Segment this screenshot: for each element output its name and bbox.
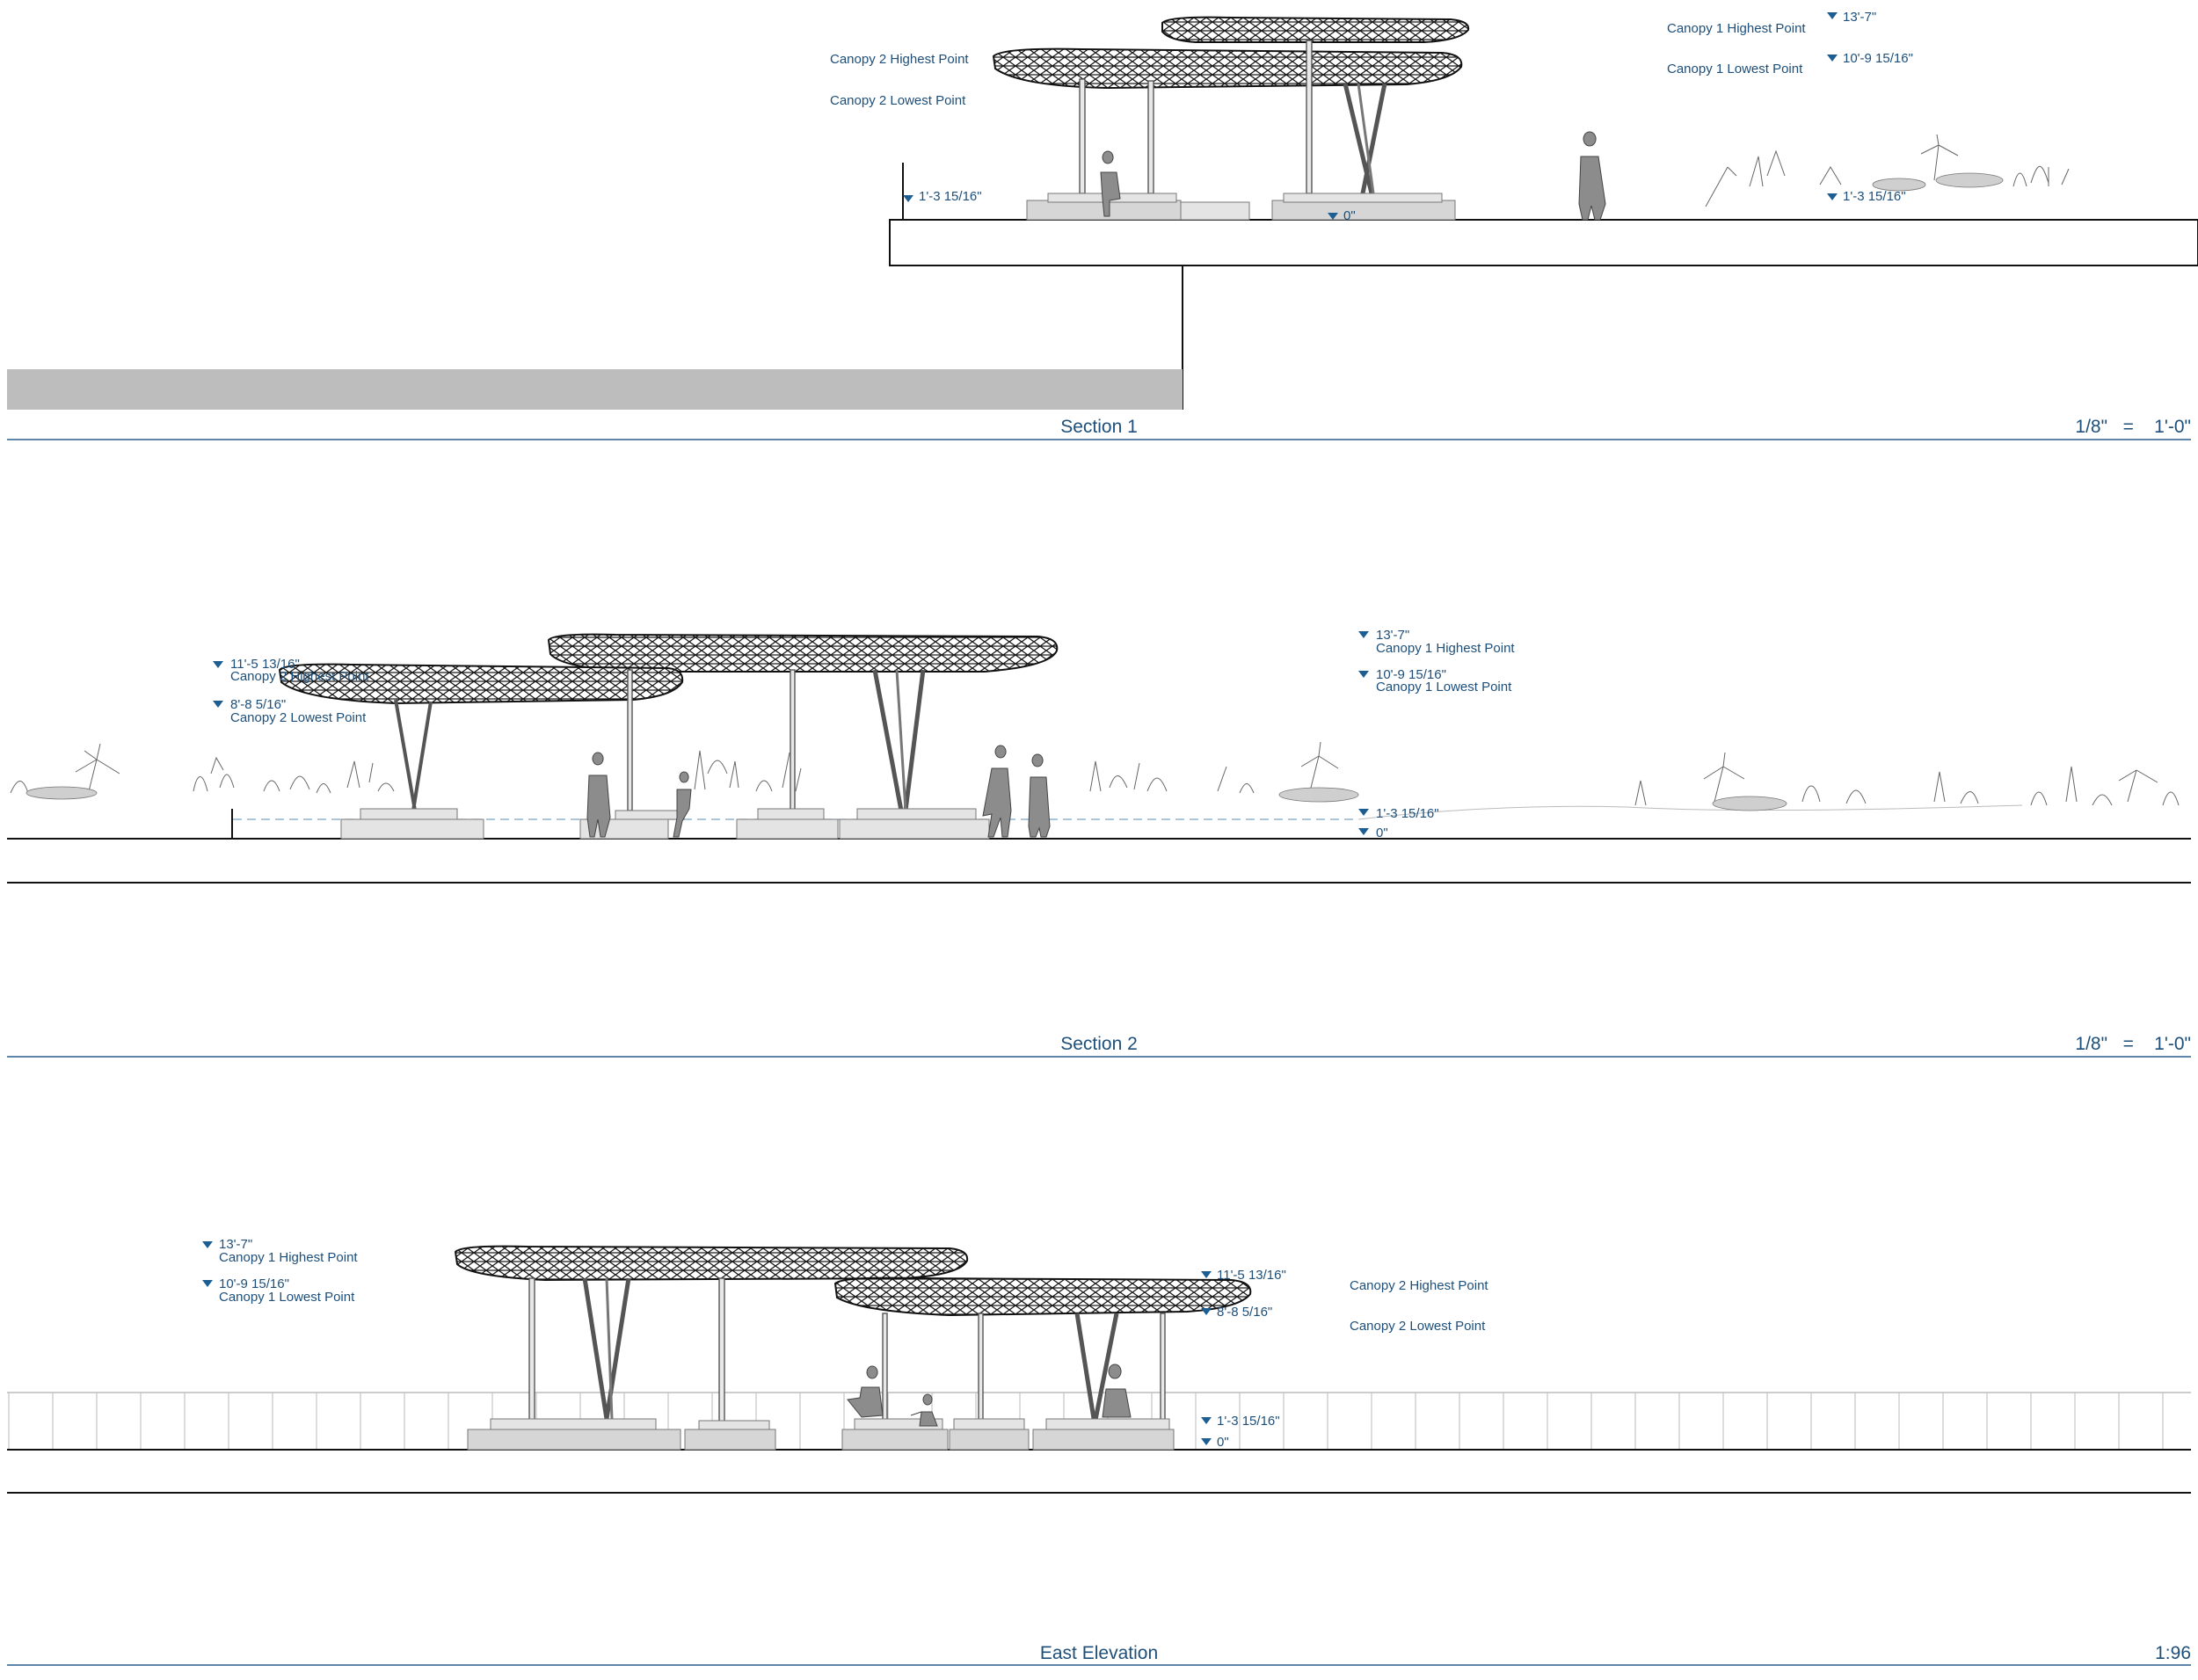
level-name: Canopy 1 Lowest Point bbox=[219, 1290, 355, 1305]
planting-1 bbox=[1705, 134, 2070, 207]
level-marker-icon bbox=[1358, 631, 1369, 638]
canopy-2-lowest-label: Canopy 2 Lowest Point bbox=[1350, 1319, 1486, 1334]
canopy-2 bbox=[992, 47, 1463, 90]
level-value: 8'-8 5/16" bbox=[230, 697, 286, 712]
people bbox=[1100, 131, 1606, 221]
canopy-1 bbox=[547, 633, 1059, 673]
section-2-title: Section 2 bbox=[1060, 1034, 1138, 1054]
level-marker-icon bbox=[1201, 1417, 1212, 1424]
level-value: 11'-5 13/16" bbox=[1217, 1268, 1286, 1283]
section-1-scale: 1/8" = 1'-0" bbox=[2075, 417, 2191, 437]
section-1: Canopy 2 Highest Point Canopy 2 Lowest P… bbox=[7, 10, 2198, 440]
level-name: Canopy 1 Highest Point bbox=[1376, 641, 1515, 656]
level-marker-icon bbox=[1201, 1438, 1212, 1445]
planting-2 bbox=[10, 741, 2180, 811]
level-marker-icon bbox=[1201, 1308, 1212, 1315]
east-elevation-scale: 1:96 bbox=[2155, 1643, 2191, 1663]
level-marker-icon bbox=[1358, 828, 1369, 835]
level-value: 1'-3 15/16" bbox=[919, 189, 982, 204]
level-marker-icon bbox=[202, 1241, 213, 1248]
level-marker-icon bbox=[1201, 1271, 1212, 1278]
level-name: Canopy 1 Lowest Point bbox=[1376, 680, 1512, 695]
east-elevation-annotations: 13'-7" Canopy 1 Highest Point 10'-9 15/1… bbox=[202, 1237, 1488, 1450]
level-value: 1'-3 15/16" bbox=[1376, 806, 1439, 821]
people bbox=[586, 745, 1051, 838]
section-1-title: Section 1 bbox=[1060, 417, 1138, 437]
canopy-2 bbox=[278, 663, 684, 705]
level-value: 0" bbox=[1376, 825, 1388, 840]
level-marker-icon bbox=[1827, 193, 1838, 200]
level-marker-icon bbox=[1358, 671, 1369, 678]
canopy-posts bbox=[1079, 40, 1387, 194]
canopy-2-highest-label: Canopy 2 Highest Point bbox=[830, 52, 969, 67]
section-1-annotations: Canopy 2 Highest Point Canopy 2 Lowest P… bbox=[830, 10, 1913, 223]
ground-slab bbox=[889, 219, 2198, 266]
level-name: Canopy 1 Highest Point bbox=[1667, 21, 1806, 36]
east-elevation-title: East Elevation bbox=[1040, 1643, 1158, 1663]
level-value: 8'-8 5/16" bbox=[1217, 1305, 1272, 1320]
people bbox=[847, 1364, 1132, 1427]
canopy-2-highest-label: Canopy 2 Highest Point bbox=[1350, 1278, 1488, 1293]
level-value: 0" bbox=[1343, 208, 1356, 223]
level-value: 13'-7" bbox=[1376, 628, 1409, 643]
level-name: Canopy 2 Highest Point bbox=[230, 669, 369, 684]
canopy-posts bbox=[528, 1277, 1166, 1429]
level-marker-icon bbox=[1827, 55, 1838, 62]
level-marker-icon bbox=[903, 195, 913, 202]
level-marker-icon bbox=[1827, 12, 1838, 19]
level-value: 11'-5 13/16" bbox=[230, 657, 300, 672]
level-value: 10'-9 15/16" bbox=[1843, 51, 1913, 66]
east-elevation: 13'-7" Canopy 1 Highest Point 10'-9 15/1… bbox=[7, 1237, 2191, 1666]
level-marker-icon bbox=[213, 661, 223, 668]
level-value: 10'-9 15/16" bbox=[219, 1276, 289, 1291]
level-value: 0" bbox=[1217, 1435, 1229, 1450]
level-value: 13'-7" bbox=[1843, 10, 1876, 25]
section-2-scale: 1/8" = 1'-0" bbox=[2075, 1034, 2191, 1054]
plinths bbox=[340, 808, 990, 840]
level-marker-icon bbox=[202, 1280, 213, 1287]
level-name: Canopy 1 Lowest Point bbox=[1667, 62, 1803, 76]
level-name: Canopy 2 Lowest Point bbox=[230, 710, 367, 725]
level-marker-icon bbox=[1328, 213, 1338, 220]
plinths bbox=[1026, 193, 1456, 221]
level-value: 1'-3 15/16" bbox=[1217, 1414, 1280, 1429]
plinths bbox=[467, 1418, 1175, 1451]
canopy-posts bbox=[394, 669, 926, 811]
canopy-2-lowest-label: Canopy 2 Lowest Point bbox=[830, 93, 966, 108]
level-value: 13'-7" bbox=[219, 1237, 252, 1252]
canopy-1 bbox=[1161, 16, 1470, 43]
level-name: Canopy 1 Highest Point bbox=[219, 1250, 358, 1265]
level-marker-icon bbox=[213, 701, 223, 708]
section-2: 11'-5 13/16" Canopy 2 Highest Point 8'-8… bbox=[7, 628, 2191, 1058]
level-value: 10'-9 15/16" bbox=[1376, 667, 1446, 682]
level-marker-icon bbox=[1358, 809, 1369, 816]
gray-slab bbox=[7, 369, 1183, 410]
canopy-2 bbox=[833, 1276, 1252, 1317]
canopy-1 bbox=[454, 1245, 969, 1282]
level-value: 1'-3 15/16" bbox=[1843, 189, 1906, 204]
section-2-annotations: 11'-5 13/16" Canopy 2 Highest Point 8'-8… bbox=[213, 628, 1515, 840]
